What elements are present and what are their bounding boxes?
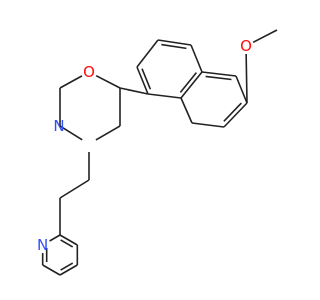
atom-label-nitrogen-pyridine: N xyxy=(37,236,48,254)
bond xyxy=(49,234,61,242)
bond xyxy=(42,264,61,276)
bond xyxy=(136,66,149,95)
bond xyxy=(59,264,78,276)
bond xyxy=(59,75,83,89)
bond xyxy=(157,39,192,46)
molecule-structure: O O N N xyxy=(37,29,278,276)
atom-label-oxygen-methoxy: O xyxy=(240,37,252,55)
bond-double-inner xyxy=(161,43,187,50)
bond xyxy=(147,93,182,99)
atom-label-nitrogen-morpholine: N xyxy=(53,117,64,135)
bond xyxy=(223,102,248,128)
bond xyxy=(235,75,248,104)
bond xyxy=(180,71,203,99)
bond xyxy=(180,97,193,124)
bond xyxy=(119,87,149,95)
bond-double-inner xyxy=(179,72,197,93)
bond xyxy=(59,125,83,141)
bond-double-inner xyxy=(205,75,232,81)
bond xyxy=(136,39,159,68)
bond-double-inner xyxy=(223,102,242,122)
bond-double-inner xyxy=(60,262,74,271)
bond xyxy=(59,179,90,199)
bond-double-inner xyxy=(141,68,152,90)
bond xyxy=(59,234,78,246)
bond xyxy=(190,44,203,73)
atom-label-layer: O O N N xyxy=(37,37,252,254)
bond xyxy=(191,122,225,128)
bond xyxy=(95,125,121,141)
bond-layer xyxy=(41,29,278,276)
bond-double-inner xyxy=(60,239,74,248)
bond xyxy=(95,74,121,89)
bond xyxy=(252,29,278,44)
bond xyxy=(201,71,237,77)
atom-label-oxygen-ring: O xyxy=(83,63,95,81)
bond xyxy=(245,53,248,104)
